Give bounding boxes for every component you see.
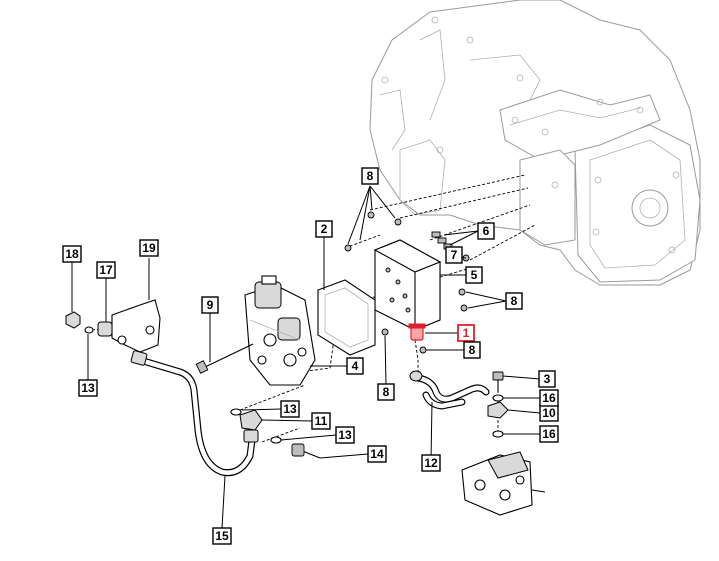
- callout-4: 4: [346, 357, 364, 375]
- callout-9: 9: [201, 296, 219, 314]
- banjo-fitting-10-part: [487, 401, 509, 419]
- svg-text:6: 6: [483, 224, 490, 238]
- long-bolt-part: [195, 343, 254, 374]
- callout-13-left: 13: [78, 379, 98, 397]
- svg-text:16: 16: [542, 427, 556, 441]
- valve-plate-part: [373, 239, 442, 331]
- callout-8-mid: 8: [463, 341, 481, 359]
- washer-13-upper-part: [230, 408, 242, 416]
- svg-text:4: 4: [352, 359, 359, 373]
- callout-16-lower: 16: [539, 425, 559, 443]
- svg-text:11: 11: [315, 414, 328, 428]
- callout-10: 10: [539, 404, 559, 422]
- svg-text:2: 2: [321, 222, 328, 236]
- callout-12: 12: [421, 454, 441, 472]
- svg-text:13: 13: [81, 381, 95, 395]
- connector-1-part: [408, 323, 426, 341]
- washer-13-lower-part: [270, 436, 282, 444]
- svg-text:1: 1: [463, 326, 470, 340]
- callout-18: 18: [62, 245, 82, 263]
- svg-text:13: 13: [283, 402, 297, 416]
- callout-3: 3: [538, 370, 556, 388]
- svg-text:7: 7: [451, 248, 458, 262]
- callout-17: 17: [96, 261, 116, 279]
- svg-text:12: 12: [424, 456, 438, 470]
- callout-8-top: 8: [361, 167, 379, 185]
- callout-1: 1: [457, 324, 475, 342]
- svg-text:17: 17: [99, 263, 113, 277]
- svg-text:13: 13: [338, 428, 352, 442]
- callout-2: 2: [315, 220, 333, 238]
- callout-13-upper: 13: [280, 400, 300, 418]
- hydraulic-pipe-left-part: [130, 350, 259, 477]
- banjo-bolt-14-part: [291, 443, 321, 459]
- svg-text:16: 16: [542, 391, 556, 405]
- bracket-part: [111, 299, 161, 353]
- callout-15: 15: [212, 527, 232, 545]
- callout-6: 6: [477, 222, 495, 240]
- callout-16-upper: 16: [539, 389, 559, 407]
- gasket-part: [317, 279, 376, 356]
- leader-lines: [71, 185, 541, 529]
- callout-13-lower: 13: [335, 426, 355, 444]
- fitting-17-part: [97, 321, 113, 337]
- lower-valve-block-part: [461, 451, 546, 516]
- svg-text:18: 18: [65, 247, 79, 261]
- nut-part: [65, 311, 81, 329]
- washer-16-upper-part: [492, 394, 504, 402]
- control-valve-assembly-part: [244, 275, 316, 386]
- elbow-fitting-11-part: [239, 409, 263, 431]
- washer-16-lower-part: [492, 430, 504, 438]
- callout-8-bottom: 8: [377, 383, 395, 401]
- callout-8-right: 8: [505, 292, 523, 310]
- svg-text:8: 8: [511, 294, 518, 308]
- callout-11: 11: [311, 412, 331, 430]
- svg-text:19: 19: [142, 241, 156, 255]
- hydraulic-pipe-right-part: [409, 370, 490, 410]
- callout-7: 7: [445, 246, 463, 264]
- svg-text:10: 10: [542, 406, 556, 420]
- svg-text:14: 14: [370, 447, 384, 461]
- callout-14: 14: [367, 445, 387, 463]
- bolts-8-part: [344, 211, 468, 354]
- svg-text:8: 8: [383, 385, 390, 399]
- svg-text:9: 9: [207, 298, 214, 312]
- bolt-3-part: [492, 371, 504, 392]
- callout-5: 5: [465, 266, 483, 284]
- washer-13-left-part: [84, 326, 94, 334]
- svg-text:8: 8: [469, 343, 476, 357]
- svg-text:8: 8: [367, 169, 374, 183]
- svg-text:15: 15: [215, 529, 229, 543]
- svg-text:3: 3: [544, 372, 551, 386]
- callout-19: 19: [139, 239, 159, 257]
- transmission-housing-ghost: [369, 0, 701, 286]
- svg-text:5: 5: [471, 268, 478, 282]
